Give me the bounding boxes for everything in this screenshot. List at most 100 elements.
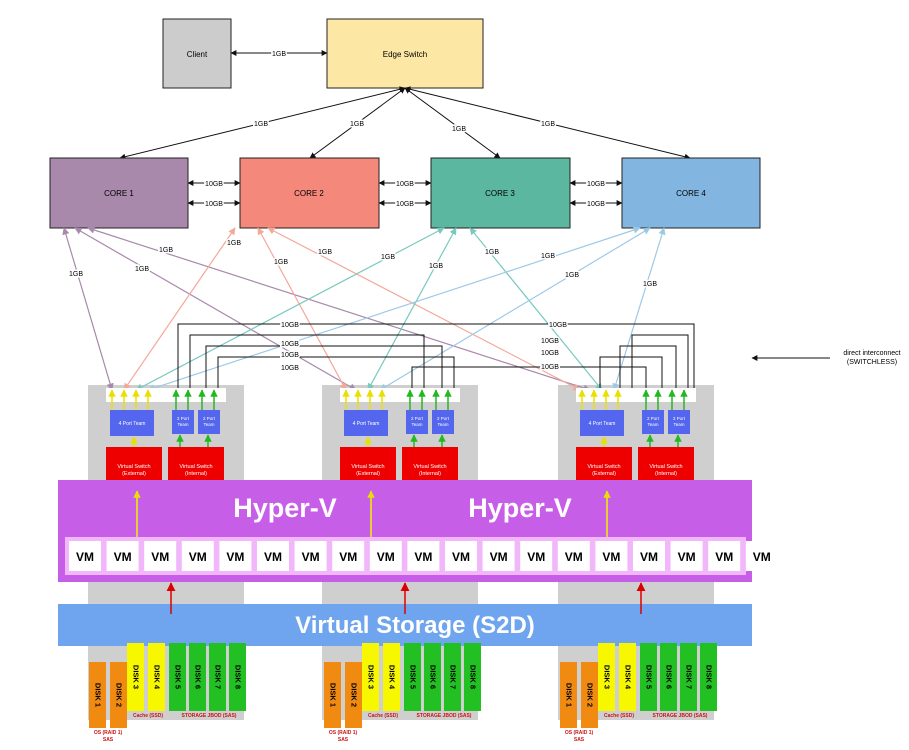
vm-box[interactable] [520, 541, 553, 571]
team-2-port[interactable] [172, 410, 194, 434]
direct-link-label-3: 10GB [281, 352, 299, 359]
disk-7-label: DISK 7 [449, 665, 458, 689]
disk-3-label: DISK 3 [603, 665, 612, 689]
disk-4-label: DISK 4 [388, 665, 397, 690]
team-2-port-label: 2 Port [437, 416, 450, 421]
disk-2[interactable] [110, 662, 127, 728]
team-2-port[interactable] [198, 410, 220, 434]
vm-label: VM [602, 550, 620, 564]
disk-5[interactable] [404, 643, 421, 711]
storage-jbod-caption: STORAGE JBOD (SAS) [653, 713, 708, 719]
core-interconnects: 10GB 10GB 10GB 10GB 10GB 10GB [187, 180, 623, 210]
disk-4[interactable] [619, 643, 636, 711]
vm-box[interactable] [219, 541, 252, 571]
vm-box[interactable] [445, 541, 477, 571]
disk-3[interactable] [598, 643, 615, 711]
direct-link-label-6: 10GB [541, 338, 559, 345]
vm-box[interactable] [106, 541, 139, 571]
edge-core2-link-label: 1GB [350, 121, 364, 128]
direct-link-2 [189, 334, 425, 388]
disk-4[interactable] [148, 643, 165, 711]
disk-8[interactable] [464, 643, 481, 711]
disk-8[interactable] [700, 643, 717, 711]
vswitch-external-label-line2: (External) [356, 471, 380, 477]
disk-2[interactable] [581, 662, 598, 728]
vm-box[interactable] [369, 541, 402, 571]
edge-core4-link-label: 1GB [541, 121, 555, 128]
disk-6-label: DISK 6 [429, 665, 438, 689]
vm-box[interactable] [557, 541, 590, 571]
vswitch-external-label-line1: Virtual Switch [587, 464, 620, 470]
host-internal-arrows [133, 490, 646, 614]
os-disk-caption-line1: OS (RAID 1) [94, 730, 123, 736]
disk-6[interactable] [424, 643, 441, 711]
team-4-port-label: 4 Port Team [119, 421, 146, 427]
disk-5[interactable] [640, 643, 657, 711]
disk-5-label: DISK 5 [174, 665, 183, 689]
client-label: Client [187, 50, 208, 59]
vm-box[interactable] [670, 541, 703, 571]
core2-core3-link-b-label: 10GB [396, 201, 414, 208]
vm-box[interactable] [332, 541, 365, 571]
disk-7[interactable] [444, 643, 461, 711]
direct-link-4 [217, 356, 455, 388]
vm-box[interactable] [708, 541, 741, 571]
disk-6[interactable] [189, 643, 206, 711]
team-2-port[interactable] [432, 410, 454, 434]
disk-1[interactable] [89, 662, 106, 728]
core-1-label: CORE 1 [104, 189, 134, 198]
vm-box[interactable] [745, 541, 778, 571]
team-2-port[interactable] [642, 410, 664, 434]
vm-label: VM [76, 550, 94, 564]
disk-7[interactable] [680, 643, 697, 711]
disk-5[interactable] [169, 643, 186, 711]
team-2-port-label: Team [437, 422, 448, 427]
uplink-label-7: 1GB [381, 254, 395, 261]
disk-groups: DISK 1 DISK 2 DISK 3 DISK 4 DISK 5 DISK 6 DISK… [89, 643, 717, 743]
vm-box[interactable] [181, 541, 214, 571]
disk-7[interactable] [209, 643, 226, 711]
cache-caption: Cache (SSD) [133, 713, 163, 719]
vm-box[interactable] [69, 541, 101, 571]
vm-box[interactable] [144, 541, 177, 571]
disk-1[interactable] [560, 662, 577, 728]
vm-label: VM [452, 550, 470, 564]
disk-2-label: DISK 2 [586, 683, 595, 707]
team-2-port[interactable] [668, 410, 690, 434]
disk-6[interactable] [660, 643, 677, 711]
vm-box[interactable] [294, 541, 327, 571]
storage-jbod-caption: STORAGE JBOD (SAS) [182, 713, 237, 719]
vm-strip [65, 537, 746, 575]
vm-box[interactable] [482, 541, 515, 571]
vm-box[interactable] [407, 541, 440, 571]
team-2-port-label: 2 Port [647, 416, 660, 421]
direct-link-3 [205, 345, 443, 388]
disk-3[interactable] [362, 643, 379, 711]
disk-1-label: DISK 1 [94, 683, 103, 707]
disk-1[interactable] [324, 662, 341, 728]
team-4-port[interactable] [344, 410, 388, 436]
uplink-label-4: 1GB [227, 240, 241, 247]
disk-8-label: DISK 8 [705, 665, 714, 689]
team-4-port[interactable] [110, 410, 154, 436]
team-4-port[interactable] [580, 410, 624, 436]
disk-3[interactable] [127, 643, 144, 711]
disk-2[interactable] [345, 662, 362, 728]
uplink-label-12: 1GB [643, 281, 657, 288]
disk-3-label: DISK 3 [367, 665, 376, 689]
team-2-port[interactable] [406, 410, 428, 434]
vswitch-external-label-line2: (External) [592, 471, 616, 477]
vm-label: VM [753, 550, 771, 564]
os-disk-caption-line2: SAS [574, 737, 585, 743]
core-1-box[interactable] [49, 157, 189, 229]
vm-box[interactable] [595, 541, 628, 571]
vm-box[interactable] [633, 541, 665, 571]
core-3-box[interactable] [430, 157, 571, 229]
disk-8[interactable] [229, 643, 246, 711]
core-4-box[interactable] [621, 157, 761, 229]
disk-4[interactable] [383, 643, 400, 711]
vm-box[interactable] [257, 541, 289, 571]
disk-5-label: DISK 5 [409, 665, 418, 689]
